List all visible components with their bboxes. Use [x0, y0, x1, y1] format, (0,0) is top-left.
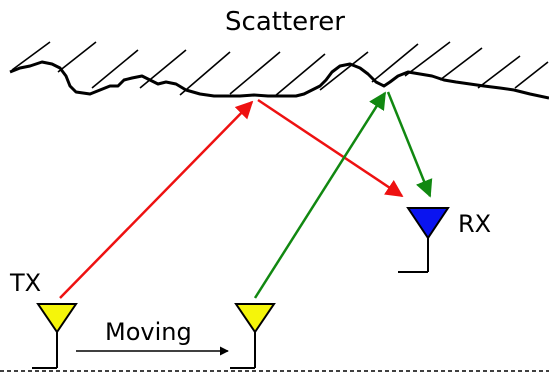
green-path [253, 91, 433, 299]
scatterer-hatching [11, 41, 549, 97]
rx-label: RX [458, 210, 491, 238]
red-path-reflected [257, 98, 404, 198]
tx-antenna-initial-icon [32, 303, 78, 369]
green-path-incident [253, 91, 387, 299]
rx-antenna-icon [398, 207, 450, 273]
scatterer-surface [9, 60, 549, 100]
red-path-incident [59, 100, 254, 299]
green-path-reflected [386, 91, 433, 198]
moving-label: Moving [105, 318, 192, 346]
scatterer-label: Scatterer [225, 7, 345, 37]
tx-antenna-moved-icon [230, 303, 276, 369]
red-path [59, 98, 404, 299]
tx-label: TX [9, 269, 41, 297]
